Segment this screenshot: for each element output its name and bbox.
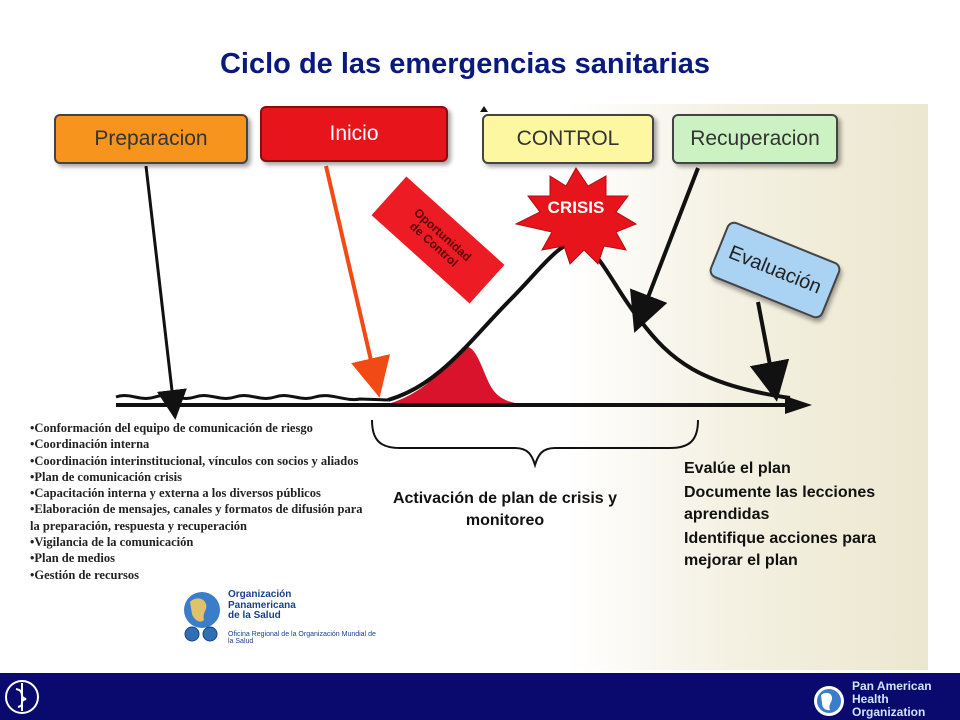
list-item: •Plan de medios (30, 551, 115, 566)
paho-name-line: Panamericana (228, 599, 296, 611)
paho-name-line: Organización (228, 589, 292, 600)
list-item: •Gestión de recursos (30, 567, 139, 582)
crisis-label: CRISIS (547, 198, 605, 217)
footer-line: Organization (852, 705, 926, 719)
phase-recuperacion: Recuperacion (672, 114, 838, 164)
page-title: Ciclo de las emergencias sanitarias (219, 48, 711, 80)
time-axis-head (785, 396, 812, 414)
phase-control: CONTROL (482, 114, 654, 164)
preparation-list: •Conformación del equipo de comunicación… (30, 420, 370, 583)
paho-logo: Organización Panamericana de la Salud Of… (180, 589, 376, 645)
opportunity-area (388, 346, 520, 404)
list-item: •Coordinación interinstitucional, víncul… (30, 453, 359, 468)
arrow-recuperacion (630, 167, 700, 333)
activation-text: Activación de plan de crisis y monitoreo (392, 490, 618, 529)
footer-organization: Pan American Health Organization (852, 680, 960, 719)
phase-preparacion: Preparacion (54, 114, 248, 164)
activation-brace (371, 419, 699, 469)
arrow-preparacion (144, 165, 187, 420)
list-item: Evalúe el plan (684, 460, 791, 477)
evaluation-list: Evalúe el plan Documente las lecciones a… (684, 458, 914, 574)
list-item: •Elaboración de mensajes, canales y form… (30, 502, 363, 533)
arrow-inicio (324, 165, 391, 398)
list-item: Identifique acciones para mejorar el pla… (684, 530, 877, 569)
list-item: •Capacitación interna y externa a los di… (30, 486, 321, 501)
arrow-evaluacion (749, 301, 790, 402)
baseline-wave (115, 394, 389, 402)
globe-icon (184, 592, 220, 642)
list-item: •Vigilancia de la comunicación (30, 535, 194, 550)
list-item: •Plan de comunicación crisis (30, 469, 182, 484)
list-item: •Conformación del equipo de comunicación… (30, 421, 313, 435)
list-item: Documente las lecciones aprendidas (684, 484, 876, 523)
footer-bar (0, 673, 960, 720)
footer-line: Pan American (852, 679, 932, 693)
crisis-starburst (514, 167, 638, 265)
phase-inicio: Inicio (260, 106, 448, 162)
footer-line: Health (852, 692, 889, 706)
list-item: •Coordinación interna (30, 437, 150, 452)
paho-name-line: de la Salud (228, 610, 281, 621)
paho-globe-icon (814, 686, 844, 716)
who-line: Oficina Regional de la Organización Mund… (228, 631, 376, 645)
who-emblem-icon (5, 680, 39, 714)
paho-name: Organización Panamericana de la Salud (228, 589, 358, 622)
